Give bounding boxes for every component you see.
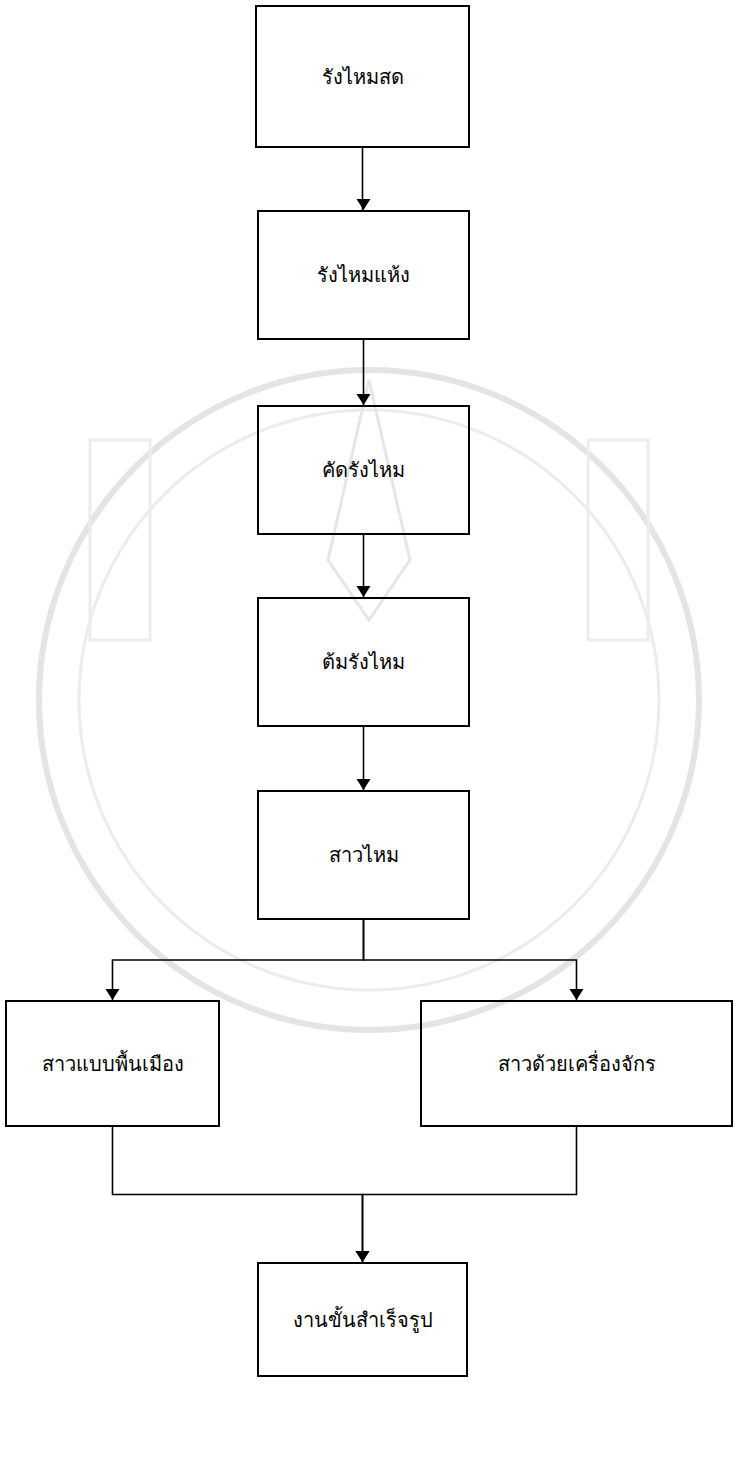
flow-arrow: [364, 920, 584, 1000]
process-box: รังไหมสด: [255, 5, 470, 148]
process-box: ต้มรังไหม: [257, 597, 470, 727]
flow-arrow: [357, 340, 371, 405]
process-box: สาวด้วยเครื่องจักร: [420, 1000, 733, 1127]
flow-arrow: [357, 148, 371, 210]
process-box: สาวแบบพื้นเมือง: [5, 1000, 220, 1127]
box-label: รังไหมแห้ง: [317, 262, 410, 288]
box-label: ต้มรังไหม: [322, 649, 405, 675]
process-box: งานขั้นสำเร็จรูป: [257, 1262, 468, 1377]
process-box: รังไหมแห้ง: [257, 210, 470, 340]
flow-arrow: [357, 535, 371, 597]
flow-arrow: [106, 920, 364, 1000]
box-label: สาวไหม: [329, 842, 399, 868]
process-box: สาวไหม: [257, 790, 470, 920]
flow-arrow: [356, 1127, 577, 1262]
process-box: คัดรังไหม: [257, 405, 470, 535]
flow-arrow: [113, 1127, 370, 1262]
flow-arrow: [357, 727, 371, 790]
box-label: สาวแบบพื้นเมือง: [42, 1051, 184, 1077]
box-label: สาวด้วยเครื่องจักร: [498, 1051, 656, 1077]
box-label: คัดรังไหม: [322, 457, 405, 483]
box-label: งานขั้นสำเร็จรูป: [293, 1307, 433, 1333]
box-label: รังไหมสด: [322, 64, 404, 90]
